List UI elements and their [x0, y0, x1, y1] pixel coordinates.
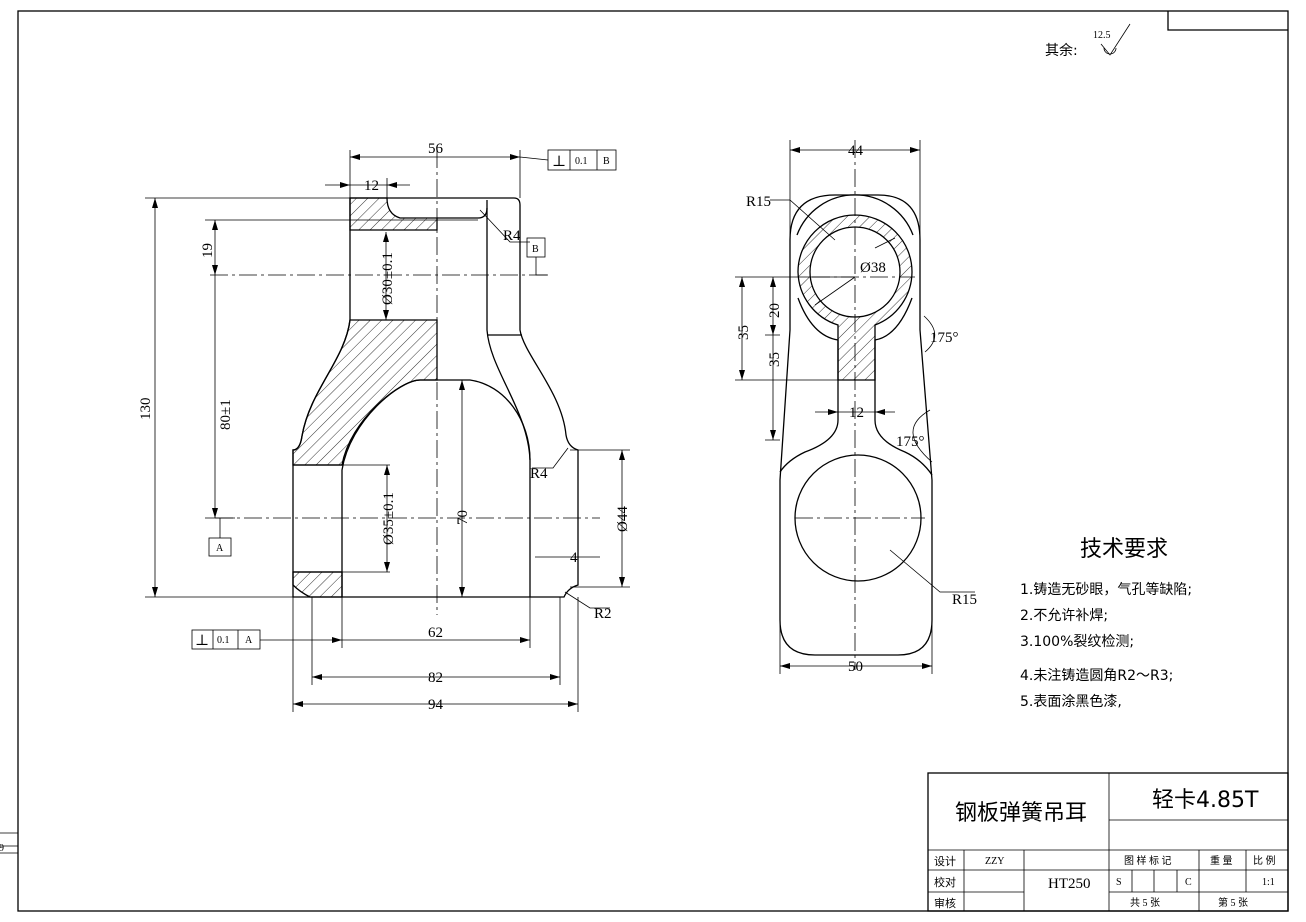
dim-20: 20 — [767, 303, 783, 318]
side-strip: 9 — [0, 832, 18, 854]
surface-roughness-note: 其余: 12.5 — [1045, 23, 1131, 59]
weight-label: 重 量 — [1210, 854, 1233, 867]
title-block: 钢板弹簧吊耳 轻卡4.85T 设计 ZZY 校对 审核 HT250 图 样 标 … — [927, 772, 1289, 912]
dim-d44: Ø44 — [615, 506, 631, 532]
datum-b-label: B — [532, 244, 539, 255]
datum-a: A — [208, 537, 232, 557]
dim-94: 94 — [428, 697, 444, 713]
design-label: 设计 — [934, 855, 956, 868]
dim-44: 44 — [848, 143, 864, 159]
feature-control-frame-top: ⊥ 0.1 B — [547, 149, 617, 171]
section-hatch-bottom — [292, 571, 343, 598]
fcf-top-tolerance: 0.1 — [575, 156, 588, 167]
perpendicularity-icon: ⊥ — [195, 633, 209, 649]
part-name: 钢板弹簧吊耳 — [955, 801, 1087, 826]
front-arm-inner — [486, 200, 531, 461]
dim-82: 82 — [428, 670, 443, 686]
sheet-number: 第 5 张 — [1218, 896, 1248, 909]
angle-175-top: 175° — [930, 330, 959, 346]
front-view: 56 12 130 19 80±1 Ø30±0.1 Ø35±0.1 70 Ø44… — [138, 141, 631, 713]
fcf-bottom-datum: A — [245, 635, 253, 646]
material: HT250 — [1048, 876, 1091, 892]
dim-r4-side: R4 — [530, 466, 548, 482]
dim-35-outer: 35 — [736, 325, 752, 340]
dim-12-neck: 12 — [849, 405, 864, 421]
total-sheets: 共 5 张 — [1130, 897, 1160, 909]
datum-a-label: A — [216, 543, 224, 554]
perpendicularity-icon: ⊥ — [552, 154, 566, 170]
drawing-frame — [17, 10, 1289, 912]
angle-175-bottom: 175° — [896, 434, 925, 450]
front-hole-top — [437, 207, 488, 219]
section-hatch-middle — [292, 319, 438, 466]
centerline — [210, 150, 600, 615]
angle-arcs — [912, 315, 936, 463]
dim-80: 80±1 — [218, 399, 234, 430]
tech-title: 技术要求 — [1080, 537, 1168, 562]
review-label: 审核 — [934, 896, 956, 910]
designer: ZZY — [985, 856, 1004, 867]
side-strip-value: 9 — [0, 843, 4, 854]
surface-note-label: 其余: — [1045, 42, 1078, 59]
datum-b: B — [526, 237, 546, 258]
product-name: 轻卡4.85T — [1152, 788, 1259, 813]
tech-item: 3.100%裂纹检测; — [1020, 634, 1134, 650]
dim-12: 12 — [364, 178, 379, 194]
dim-r2: R2 — [594, 606, 612, 622]
tech-item: 4.未注铸造圆角R2～R3; — [1020, 668, 1173, 684]
dim-130: 130 — [138, 398, 154, 421]
technical-requirements: 技术要求 1.铸造无砂眼，气孔等缺陷; 2.不允许补焊; 3.100%裂纹检测;… — [1020, 537, 1192, 710]
side-view: 44 50 R15 R15 Ø38 35 20 35 12 175° 175° — [735, 140, 977, 675]
fcf-top-datum: B — [603, 156, 610, 167]
dim-50: 50 — [848, 659, 863, 675]
top-right-tab — [1167, 11, 1288, 31]
mark-label: 图 样 标 记 — [1124, 854, 1172, 867]
dim-62: 62 — [428, 625, 443, 641]
tech-item: 1.铸造无砂眼，气孔等缺陷; — [1020, 581, 1192, 598]
dim-4: 4 — [570, 550, 578, 566]
side-dimension-lines — [735, 140, 975, 674]
scale-label: 比 例 — [1253, 854, 1276, 867]
dim-d35: Ø35±0.1 — [381, 492, 397, 545]
dim-r15-bottom: R15 — [952, 592, 977, 608]
mark-c: C — [1185, 877, 1192, 888]
dim-56: 56 — [428, 141, 444, 157]
check-label: 校对 — [934, 875, 956, 889]
roughness-value: 12.5 — [1093, 30, 1111, 41]
side-boss-outline — [779, 194, 933, 476]
section-hatch-top — [349, 197, 438, 231]
tech-item: 5.表面涂黑色漆, — [1020, 693, 1122, 710]
mark-s: S — [1116, 877, 1122, 888]
roughness-symbol-icon — [1100, 23, 1131, 56]
tech-item: 2.不允许补焊; — [1020, 608, 1108, 624]
front-bore-lines — [293, 464, 342, 573]
dim-19: 19 — [200, 243, 216, 258]
dim-70: 70 — [455, 510, 471, 525]
dim-d38: Ø38 — [860, 260, 886, 276]
dimension-lines — [145, 150, 630, 712]
dim-r15-top: R15 — [746, 194, 771, 210]
fcf-bottom-tolerance: 0.1 — [217, 635, 230, 646]
dim-35-inner: 35 — [767, 352, 783, 367]
dim-r4-top: R4 — [503, 228, 521, 244]
dim-d30: Ø30±0.1 — [380, 252, 396, 305]
scale-value: 1:1 — [1262, 877, 1275, 888]
feature-control-frame-bottom: ⊥ 0.1 A — [191, 629, 261, 650]
